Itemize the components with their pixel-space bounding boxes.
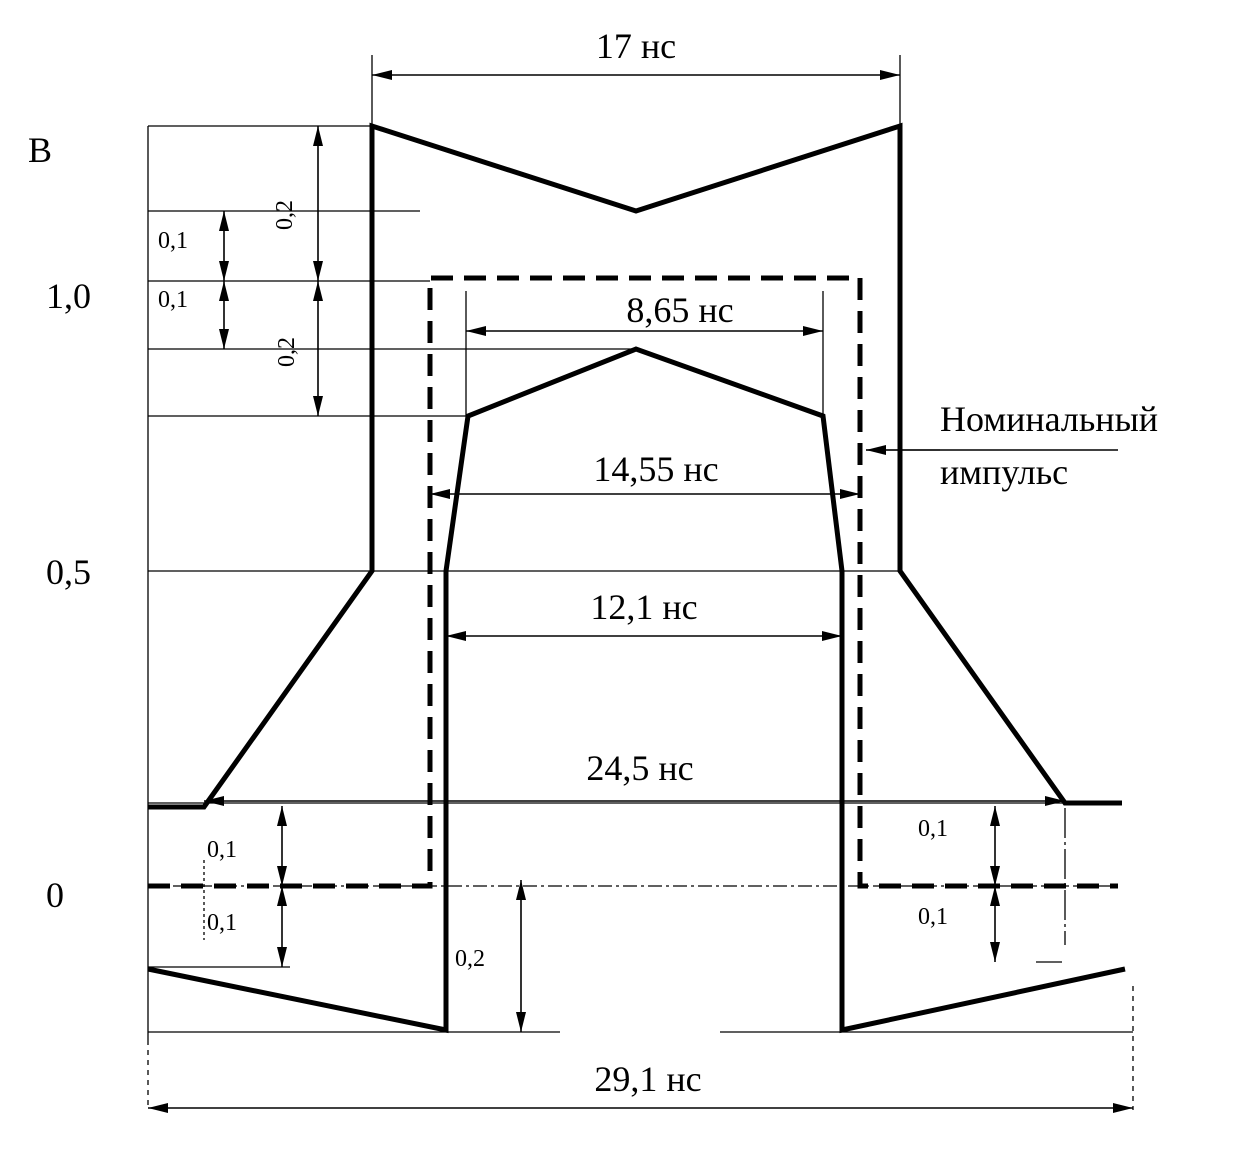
tolerance-arrows	[219, 126, 1000, 1032]
tolerance-label-left-a: 0,1	[207, 837, 237, 863]
tolerance-label-left-b: 0,1	[207, 910, 237, 936]
axis-unit-label: В	[28, 130, 52, 170]
nominal-annotation-line2: импульс	[940, 452, 1068, 492]
level-label-1-0: 1,0	[46, 276, 91, 316]
tolerance-label-upper-b: 0,1	[158, 287, 188, 313]
total-width-label: 29,1 нс	[594, 1059, 701, 1099]
inner-top-width-label: 8,65 нс	[626, 290, 733, 330]
nominal-pulse	[148, 275, 1118, 889]
tolerance-label-upper-a: 0,1	[158, 228, 188, 254]
level-label-0-5: 0,5	[46, 552, 91, 592]
tolerance-label-right-a: 0,1	[918, 816, 948, 842]
outer-low-width-label: 24,5 нс	[586, 748, 693, 788]
tolerance-label-bottom-center: 0,2	[455, 946, 485, 972]
upper-mask	[148, 122, 1122, 810]
width-dimensions	[148, 70, 1133, 1113]
tolerance-label-upper-c: 0,2	[272, 200, 298, 230]
nominal-width-label: 14,55 нс	[593, 449, 718, 489]
tolerance-label-upper-d: 0,2	[274, 337, 300, 367]
level-label-0: 0	[46, 875, 64, 915]
nominal-annotation-line1: Номинальный	[940, 399, 1158, 439]
top-width-label: 17 нс	[596, 26, 676, 66]
tolerance-label-right-b: 0,1	[918, 904, 948, 930]
lower-mask	[147, 346, 1126, 1034]
inner-mid-width-label: 12,1 нс	[590, 587, 697, 627]
